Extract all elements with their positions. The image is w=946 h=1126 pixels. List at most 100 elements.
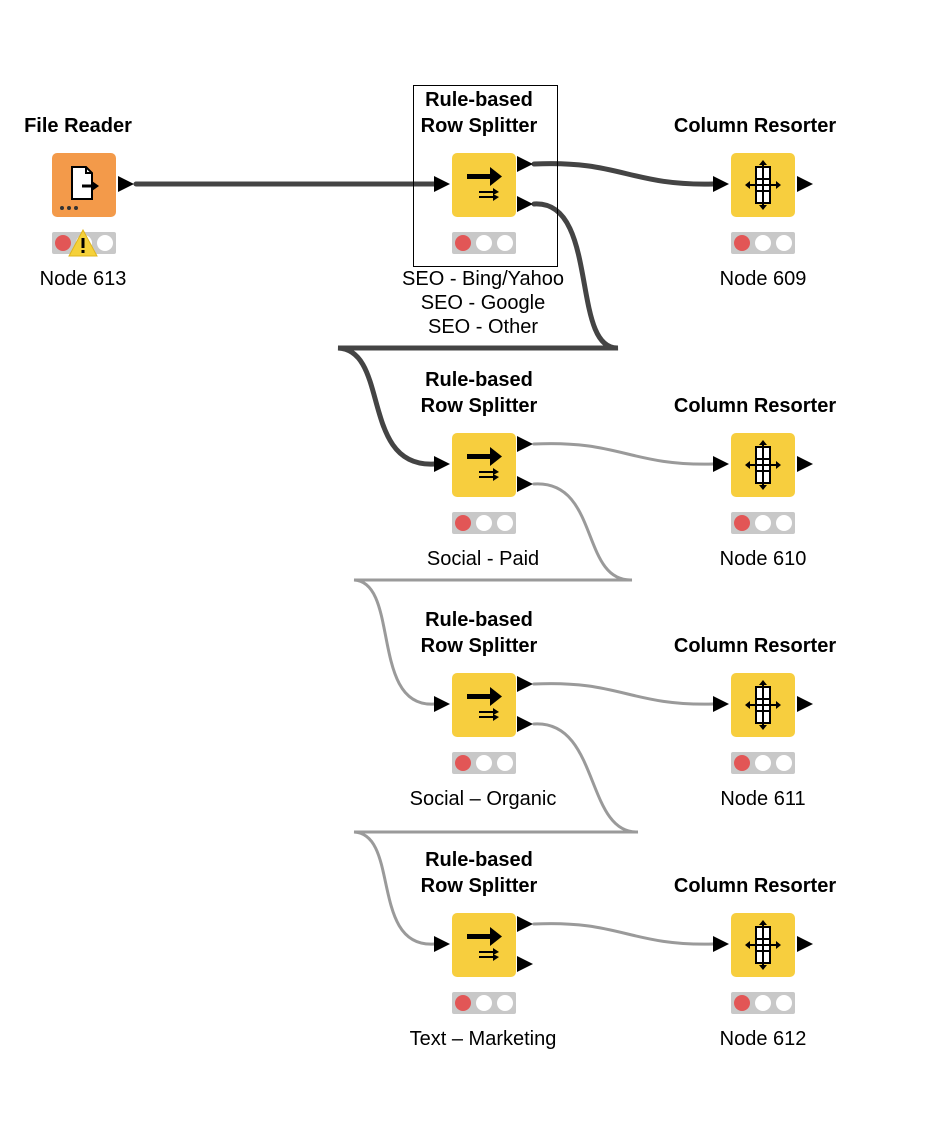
splitter1-output-port-bottom[interactable] [517, 196, 533, 212]
status-light [755, 755, 771, 771]
row-splitter-icon [467, 687, 502, 721]
splitter2-input-port[interactable] [434, 456, 450, 472]
status-light [755, 515, 771, 531]
node-label-resorter2[interactable]: Node 610 [719, 548, 807, 570]
splitter2-status [452, 512, 516, 534]
connection-splitter1-splitter2[interactable] [337, 201, 619, 467]
warning-icon[interactable] [68, 229, 98, 257]
node-label-resorter4[interactable]: Node 612 [719, 1028, 807, 1050]
node-label-resorter1[interactable]: Node 609 [719, 268, 807, 290]
row-splitter-node-1[interactable] [452, 153, 516, 217]
resorter1-output-port[interactable] [797, 176, 813, 192]
status-light [776, 515, 792, 531]
status-light [755, 235, 771, 251]
splitter2-output-port-top[interactable] [517, 436, 533, 452]
resorter3-output-port[interactable] [797, 696, 813, 712]
row-splitter-node-2[interactable] [452, 433, 516, 497]
status-light-red [734, 995, 750, 1011]
splitter3-output-port-bottom[interactable] [517, 716, 533, 732]
column-resorter-node-2[interactable] [731, 433, 795, 497]
node-label-file-reader[interactable]: Node 613 [39, 268, 127, 290]
splitter2-output-port-bottom[interactable] [517, 476, 533, 492]
status-light-red [455, 995, 471, 1011]
status-light-red [734, 235, 750, 251]
status-light [476, 235, 492, 251]
status-light-red [734, 515, 750, 531]
splitter3-status [452, 752, 516, 774]
column-resorter-icon [745, 920, 781, 970]
status-light [497, 235, 513, 251]
column-resorter-icon [745, 440, 781, 490]
node-title-resorter3: Column Resorter [673, 635, 837, 657]
column-resorter-icon [745, 160, 781, 210]
status-light [755, 995, 771, 1011]
file-reader-output-port[interactable] [118, 176, 134, 192]
splitter1-output-port-top[interactable] [517, 156, 533, 172]
status-light-red [455, 515, 471, 531]
splitter4-input-port[interactable] [434, 936, 450, 952]
status-light [497, 755, 513, 771]
resorter3-status [731, 752, 795, 774]
splitter3-output-port-top[interactable] [517, 676, 533, 692]
node-label-splitter2[interactable]: Social - Paid [426, 548, 540, 570]
row-splitter-node-4[interactable] [452, 913, 516, 977]
resorter4-status [731, 992, 795, 1014]
column-resorter-node-3[interactable] [731, 673, 795, 737]
splitter3-input-port[interactable] [434, 696, 450, 712]
status-light [497, 515, 513, 531]
splitter1-input-port[interactable] [434, 176, 450, 192]
row-splitter-icon [467, 927, 502, 961]
column-resorter-node-1[interactable] [731, 153, 795, 217]
node-title-resorter1: Column Resorter [673, 115, 837, 137]
resorter2-input-port[interactable] [713, 456, 729, 472]
column-resorter-icon [745, 680, 781, 730]
connection-splitter3-splitter4[interactable] [353, 722, 639, 946]
file-reader-icon [60, 166, 99, 210]
resorter3-input-port[interactable] [713, 696, 729, 712]
node-title-resorter4: Column Resorter [673, 875, 837, 897]
resorter2-output-port[interactable] [797, 456, 813, 472]
connection-splitter2-resorter2[interactable] [532, 442, 715, 466]
status-light-red [734, 755, 750, 771]
connection-splitter2-splitter3[interactable] [353, 482, 633, 706]
row-splitter-node-3[interactable] [452, 673, 516, 737]
status-light-red [455, 755, 471, 771]
resorter2-status [731, 512, 795, 534]
status-light [776, 995, 792, 1011]
splitter4-output-port-bottom[interactable] [517, 956, 533, 972]
splitter4-status [452, 992, 516, 1014]
resorter1-input-port[interactable] [713, 176, 729, 192]
status-light [97, 235, 113, 251]
status-light [776, 235, 792, 251]
row-splitter-icon [467, 447, 502, 481]
file-reader-node[interactable] [52, 153, 116, 217]
resorter4-input-port[interactable] [713, 936, 729, 952]
selection-frame [413, 85, 558, 267]
status-light-red [455, 235, 471, 251]
splitter4-output-port-top[interactable] [517, 916, 533, 932]
node-label-splitter4[interactable]: Text – Marketing [409, 1028, 557, 1050]
node-title-resorter2: Column Resorter [673, 395, 837, 417]
node-label-resorter3[interactable]: Node 611 [720, 788, 806, 810]
status-light [476, 755, 492, 771]
resorter1-status [731, 232, 795, 254]
splitter1-status [452, 232, 516, 254]
node-title-file-reader: File Reader [24, 115, 132, 137]
column-resorter-node-4[interactable] [731, 913, 795, 977]
connection-splitter1-resorter1[interactable] [531, 161, 716, 187]
status-light [497, 995, 513, 1011]
connection-splitter3-resorter3[interactable] [532, 682, 715, 706]
status-light-red [55, 235, 71, 251]
status-light [776, 755, 792, 771]
resorter4-output-port[interactable] [797, 936, 813, 952]
connection-splitter4-resorter4[interactable] [532, 922, 715, 946]
row-splitter-icon [467, 167, 502, 201]
node-label-splitter3[interactable]: Social – Organic [409, 788, 557, 810]
status-light [476, 515, 492, 531]
